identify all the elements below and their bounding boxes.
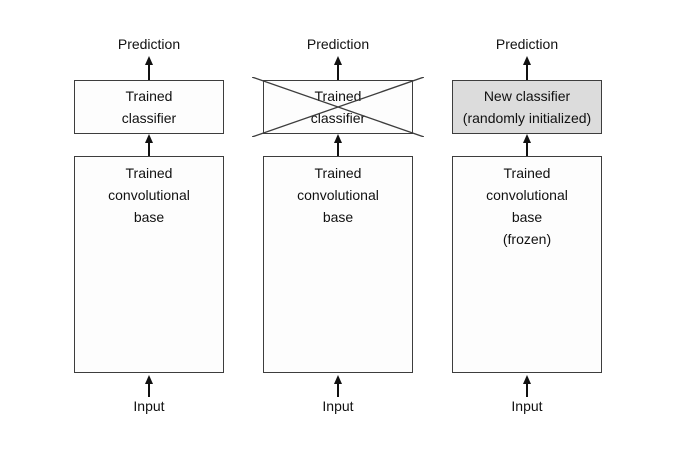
prediction-label: Prediction xyxy=(306,36,370,52)
new-classifier-box: New classifier (randomly initialized) xyxy=(452,80,602,134)
arrow-up-icon xyxy=(522,134,532,156)
arrow-up-icon xyxy=(144,375,154,397)
arrow-up-icon xyxy=(333,134,343,156)
arrow-shaft xyxy=(526,143,528,156)
arrowhead-icon xyxy=(145,375,153,384)
trained-conv-base-box: Trained convolutional base xyxy=(263,156,413,373)
arrow-shaft xyxy=(526,384,528,397)
arrowhead-icon xyxy=(145,56,153,65)
arrow-shaft xyxy=(337,143,339,156)
trained-classifier-box-crossed: Trained classifier xyxy=(263,80,413,134)
arrow-shaft xyxy=(148,384,150,397)
arrow-up-icon xyxy=(522,56,532,80)
arrow-shaft xyxy=(526,65,528,80)
trained-classifier-box: Trained classifier xyxy=(74,80,224,134)
input-label: Input xyxy=(133,398,165,414)
frozen-conv-base-box: Trained convolutional base (frozen) xyxy=(452,156,602,373)
pipeline-column-discarded-classifier: Prediction Trained classifier Trained co… xyxy=(252,0,424,453)
arrowhead-icon xyxy=(334,375,342,384)
arrowhead-icon xyxy=(523,56,531,65)
prediction-label: Prediction xyxy=(117,36,181,52)
arrow-shaft xyxy=(148,65,150,80)
prediction-label: Prediction xyxy=(495,36,559,52)
pipeline-column-new-classifier: Prediction New classifier (randomly init… xyxy=(452,0,602,453)
pipeline-column-trained-classifier: Prediction Trained classifier Trained co… xyxy=(74,0,224,453)
arrow-shaft xyxy=(337,65,339,80)
arrow-up-icon xyxy=(144,134,154,156)
arrowhead-icon xyxy=(334,134,342,143)
arrow-up-icon xyxy=(522,375,532,397)
arrowhead-icon xyxy=(523,134,531,143)
arrow-up-icon xyxy=(333,375,343,397)
arrow-up-icon xyxy=(144,56,154,80)
arrow-shaft xyxy=(148,143,150,156)
trained-conv-base-box: Trained convolutional base xyxy=(74,156,224,373)
arrow-up-icon xyxy=(333,56,343,80)
input-label: Input xyxy=(322,398,354,414)
arrowhead-icon xyxy=(334,56,342,65)
arrowhead-icon xyxy=(145,134,153,143)
arrow-shaft xyxy=(337,384,339,397)
arrowhead-icon xyxy=(523,375,531,384)
input-label: Input xyxy=(511,398,543,414)
